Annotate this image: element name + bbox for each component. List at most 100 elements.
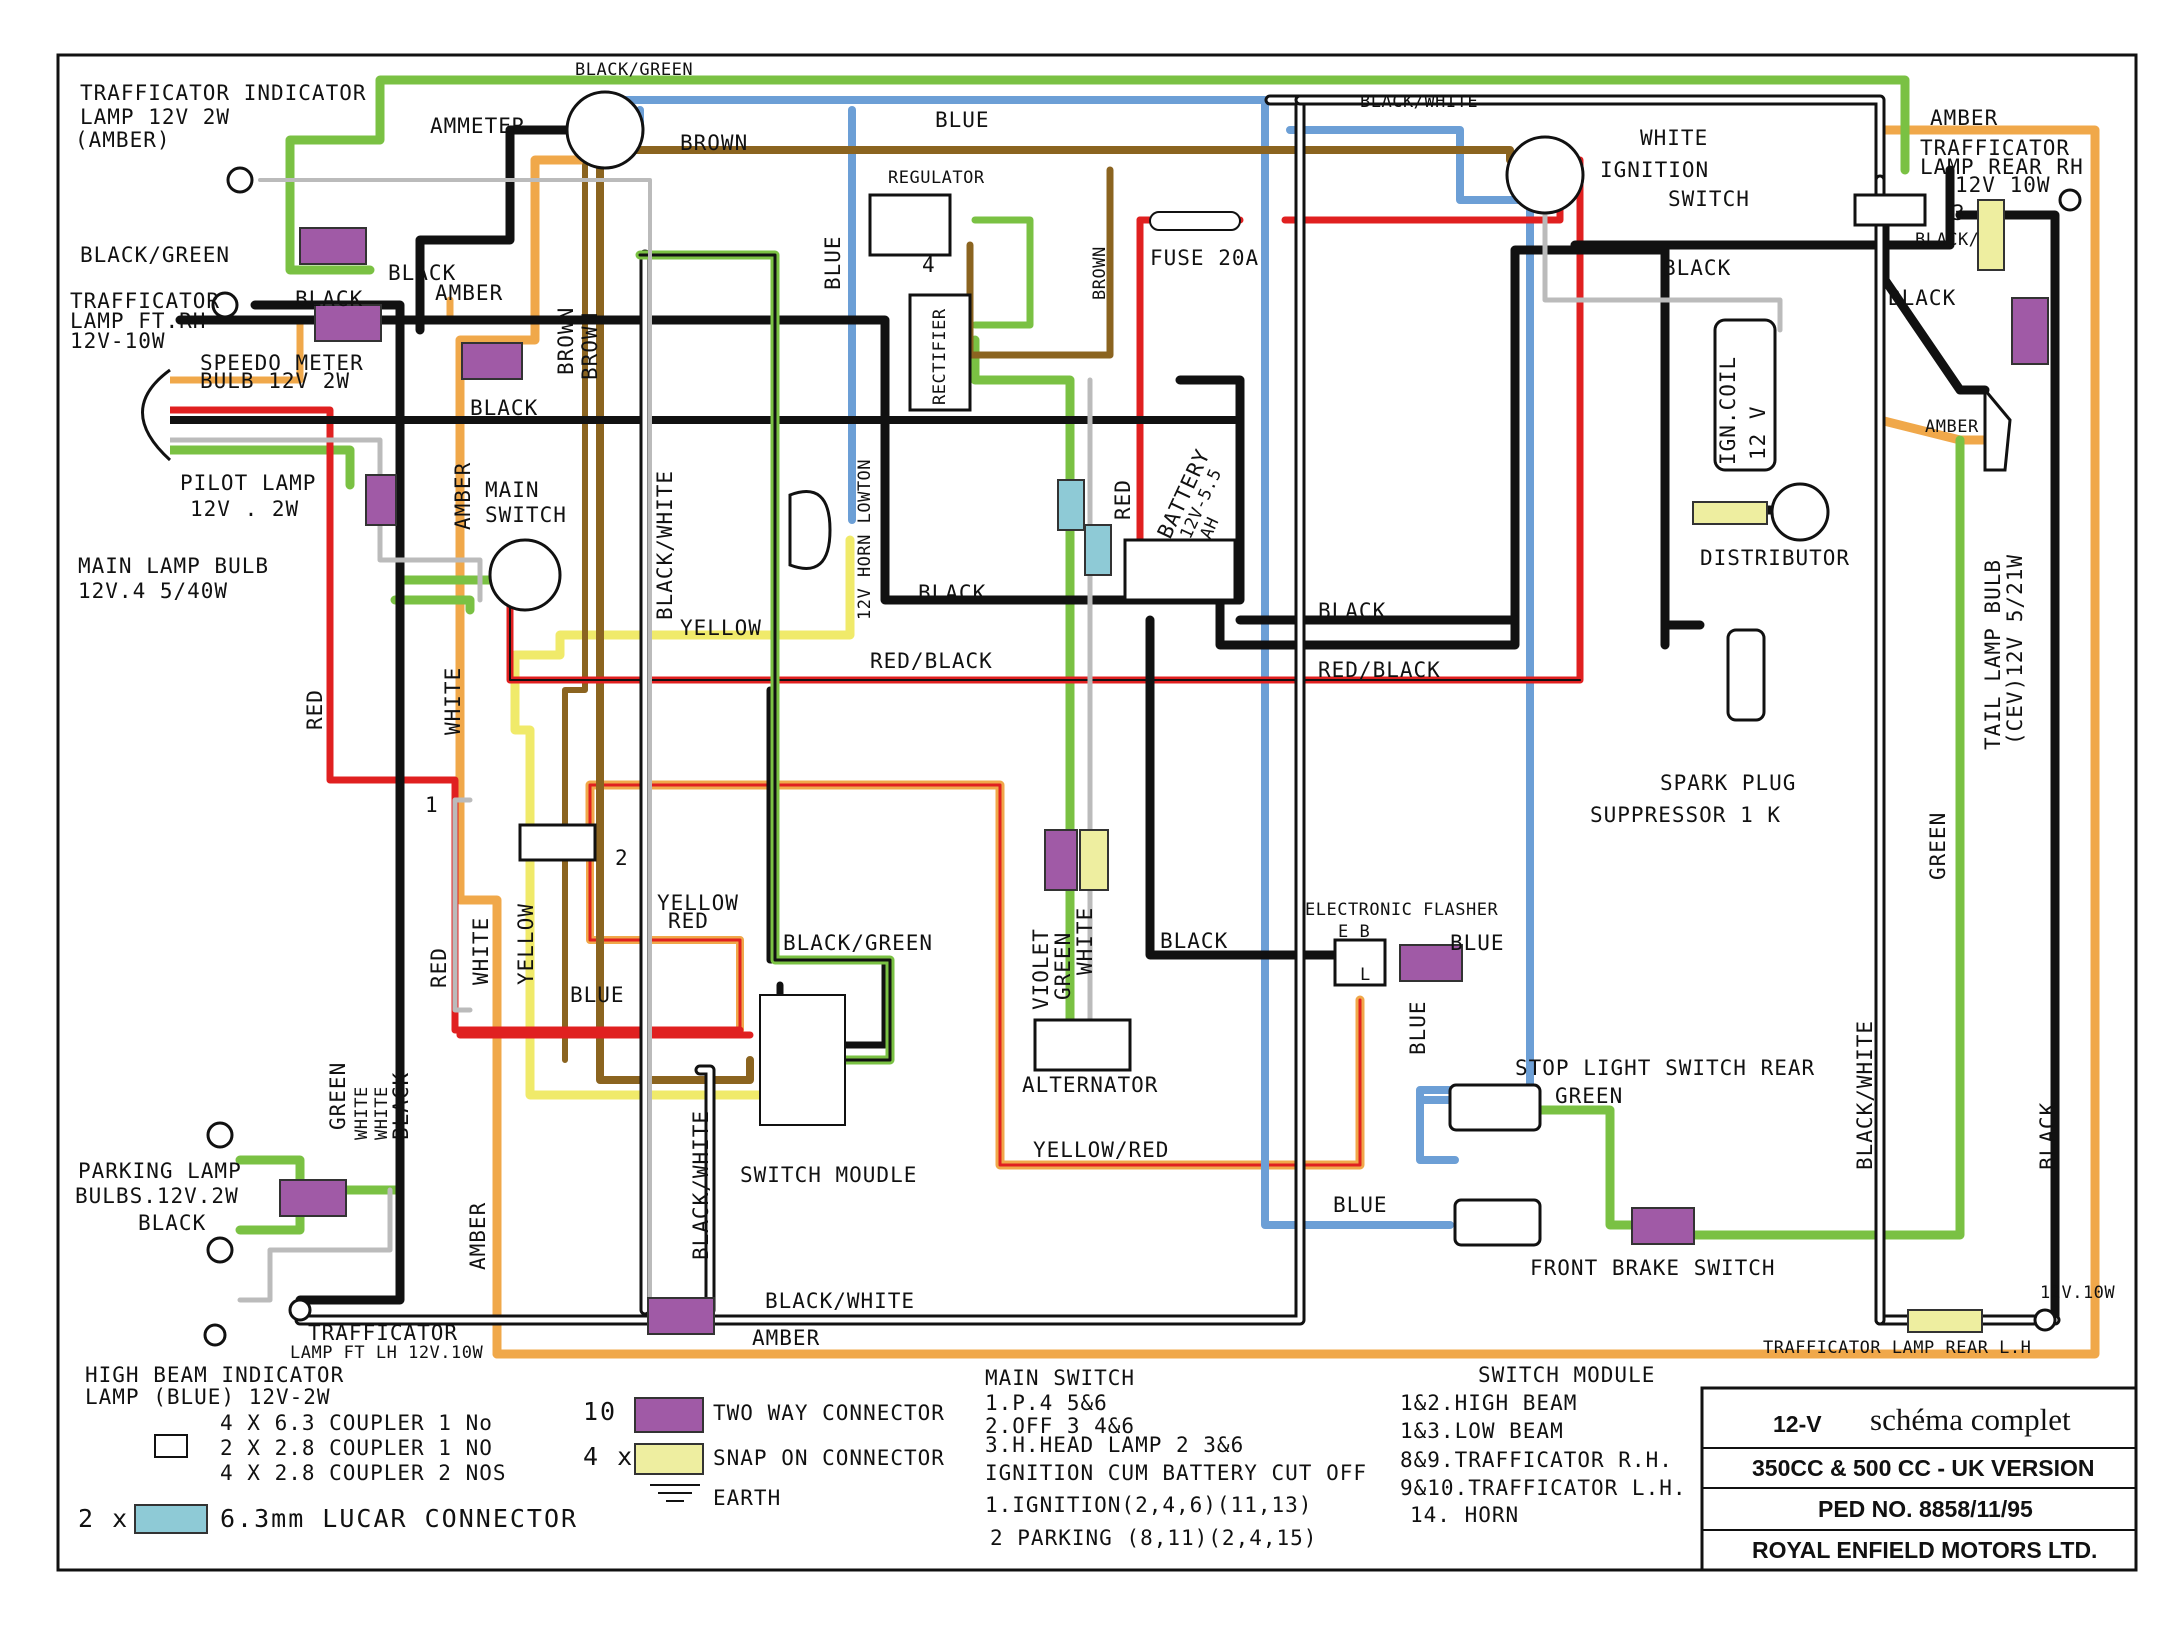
spark-plug-body [1726, 628, 1766, 722]
wire-label: BLACK [918, 581, 986, 605]
legend-earth-label: EARTH [713, 1486, 781, 1510]
wire-label: BLACK/WHITE [1360, 92, 1478, 112]
legend-main-switch-title: MAIN SWITCH [985, 1366, 1135, 1390]
component-label: LAMP REAR RH [1920, 155, 2084, 179]
component-label: SUPPRESSOR 1 K [1590, 803, 1781, 827]
wire-label: BLACK/WHITE [1853, 1020, 1877, 1170]
wire-label: BLUE [1450, 931, 1505, 955]
component-label: PILOT LAMP [180, 471, 316, 495]
wire-white-head [258, 178, 652, 1307]
two-way-connector [279, 1179, 347, 1217]
component-label: SWITCH MOUDLE [740, 1163, 917, 1187]
wire-label: BROWN [578, 312, 602, 380]
legend-coupler: 4 X 6.3 COUPLER 1 No [220, 1411, 493, 1435]
title-version: 350CC & 500 CC - UK VERSION [1752, 1455, 2095, 1481]
wire-label: BLACK [1888, 286, 1956, 310]
wire-label: WHITE [352, 1086, 372, 1140]
component-label: HIGH BEAM INDICATOR [85, 1363, 344, 1387]
wire-brown-v2 [562, 162, 588, 1063]
wire-label: BLUE [570, 983, 625, 1007]
stop-light-switch-box [1448, 1083, 1542, 1132]
component-label: LAMP (BLUE) 12V-2W [85, 1385, 331, 1409]
wire-label: BLACK [388, 261, 456, 285]
distributor-cap [1770, 482, 1830, 542]
snap-on-connector [1692, 501, 1768, 525]
component-label: RECTIFIER [930, 308, 950, 405]
component-label: STOP LIGHT SWITCH REAR [1515, 1056, 1815, 1080]
wire-green-top [285, 75, 1910, 275]
wire-label: BLUE [1406, 1000, 1430, 1055]
wire-label: BLACK [295, 287, 363, 311]
diagram-frame [56, 53, 2138, 1572]
bulb-parking-2 [206, 1236, 234, 1264]
wire-yellow [510, 535, 855, 1100]
wire-white-left [167, 437, 483, 603]
component-label: TAIL LAMP BULB [1981, 559, 2005, 750]
legend-coupler: 2 X 2.8 COUPLER 1 NO [220, 1436, 493, 1460]
ignition-switch-body [1505, 135, 1585, 215]
front-brake-switch-box [1453, 1198, 1542, 1247]
title-block-frame [1700, 1386, 2138, 1572]
wire-label: BLACK/WHITE [765, 1289, 915, 1313]
lucar-connector-icon [134, 1504, 208, 1534]
component-label: (AMBER) [75, 128, 171, 152]
legend-switch-module-line: 8&9.TRAFFICATOR R.H. [1400, 1448, 1673, 1472]
wire-black-green-i [638, 253, 892, 1062]
two-way-connector [314, 304, 382, 342]
title-company: ROYAL ENFIELD MOTORS LTD. [1752, 1537, 2097, 1563]
wire-label: BROWN [1090, 246, 1110, 300]
bulb-trafficator-indicator [226, 166, 254, 194]
battery-box [1123, 538, 1237, 602]
legend-switch-module-line: 1&2.HIGH BEAM [1400, 1391, 1577, 1415]
legend-coupler: 4 X 2.8 COUPLER 2 NOS [220, 1461, 507, 1485]
component-label: TRAFFICATOR [1920, 136, 2070, 160]
wire-label: BLACK [138, 1211, 206, 1235]
wire-label: YELLOW [680, 616, 762, 640]
legend-ignition-line: 1.IGNITION(2,4,6)(11,13) [985, 1493, 1312, 1517]
wire-label: VIOLET [1029, 928, 1053, 1010]
wire-label: BLACK [470, 396, 538, 420]
legend-two-way-label: TWO WAY CONNECTOR [713, 1401, 945, 1425]
legend-switch-module-line: 9&10.TRAFFICATOR L.H. [1400, 1476, 1687, 1500]
two-way-connector [2011, 297, 2049, 365]
component-label: LAMP 12V 2W [80, 105, 230, 129]
main-switch-connector [518, 823, 597, 862]
wire-label: GREEN [1051, 932, 1075, 1000]
wire-label: GREEN [326, 1062, 350, 1130]
wire-green-alt [970, 335, 1075, 1035]
component-label: FUSE 20A [1150, 246, 1259, 270]
switch-number: 3 [1952, 201, 1966, 225]
wire-label: BLUE [821, 235, 845, 290]
wire-label: BLACK [389, 1072, 413, 1140]
wire-blue-top [596, 96, 1454, 1229]
snap-on-connector [1977, 199, 2005, 271]
earth-icon [650, 1484, 700, 1502]
wire-label: BLACK/GREEN [783, 931, 933, 955]
bulb-trafficator-ft-rh [211, 291, 239, 319]
wire-label: BROWN [554, 307, 578, 375]
main-switch-body [488, 538, 562, 612]
component-label: ALTERNATOR [1022, 1073, 1158, 1097]
wire-brown-v [596, 146, 754, 1084]
wire-label: BLACK/ [1915, 230, 1979, 250]
component-label: 12V.4 5/40W [78, 579, 228, 603]
wire-green-rear [1655, 435, 1965, 1240]
component-label: IGNITION [1600, 158, 1709, 182]
wire-green-left [165, 445, 475, 1235]
tail-lamp-icon [1983, 385, 2012, 472]
wire-label: RED [303, 689, 327, 730]
snap-on-connector [1907, 1309, 1983, 1333]
wire-red-left [166, 406, 744, 1034]
component-label: PARKING LAMP [78, 1159, 242, 1183]
two-way-connector-icon [634, 1397, 704, 1433]
wire-label: YELLOW/RED [1033, 1138, 1169, 1162]
wire-red-left2 [456, 1026, 754, 1039]
wire-label: BLACK/GREEN [80, 243, 230, 267]
rear-rh-holder [1853, 193, 1927, 227]
wire-label: AMBER [1925, 417, 1979, 437]
switch-number: 1 [425, 793, 439, 817]
bulb-rear-rh [2058, 188, 2082, 212]
component-label: WHITE [1640, 126, 1708, 150]
component-label: MAIN [485, 478, 540, 502]
